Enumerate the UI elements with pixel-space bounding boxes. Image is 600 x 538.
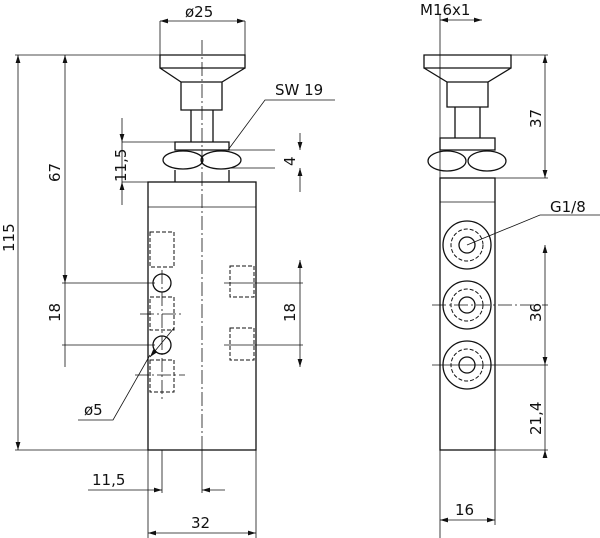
label-thread: M16x1	[420, 1, 470, 19]
label-hole-diameter: ø5	[84, 401, 103, 419]
side-view: M16x1 37 36 21,4 G1/8 16	[420, 1, 600, 538]
front-view: ø25 115 67 18 11,5 4 18 SW 19 ø5 11,5 32	[0, 3, 335, 538]
label-port-thread: G1/8	[550, 198, 586, 216]
dim-hole-pitch-left: 18	[46, 303, 64, 322]
dim-overall-height: 115	[0, 223, 18, 252]
dim-width: 32	[191, 514, 210, 532]
dim-67: 67	[46, 163, 64, 182]
dim-knob-diameter: ø25	[185, 3, 213, 21]
dim-port-pitch: 36	[527, 303, 545, 322]
dim-nut-height: 11,5	[112, 149, 130, 182]
dim-hole-pitch-right: 18	[281, 303, 299, 322]
dim-nut-thickness: 4	[281, 156, 299, 166]
dim-knob-height: 37	[527, 109, 545, 128]
label-wrench-size: SW 19	[275, 81, 323, 99]
dim-depth: 16	[455, 501, 474, 519]
dim-bottom-offset: 21,4	[527, 402, 545, 435]
dim-hole-offset: 11,5	[92, 471, 125, 489]
